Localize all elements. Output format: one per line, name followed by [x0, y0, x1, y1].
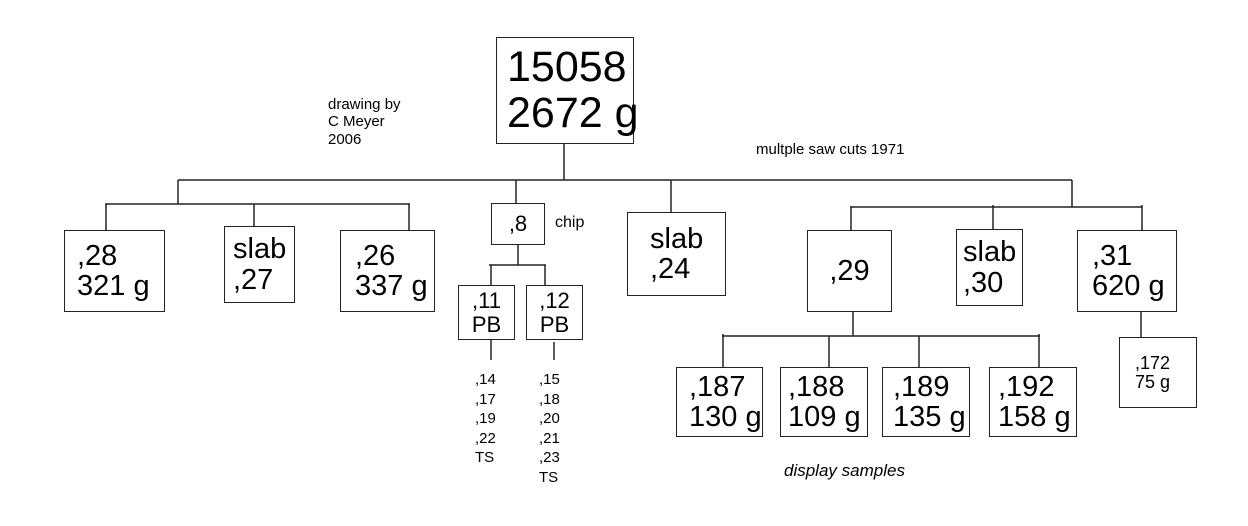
root-sample-box: 15058 2672 g	[496, 37, 639, 144]
subsample: ,19	[475, 410, 496, 427]
sample-id: ,11	[472, 288, 501, 314]
sample-type: slab	[650, 222, 704, 255]
subsample: ,20	[539, 410, 560, 427]
sample-box-12: ,12 PB	[526, 285, 583, 340]
sample-id: ,8	[508, 211, 528, 237]
sample-id: ,189	[893, 370, 950, 403]
subsample-list-11: ,14 ,17 ,19 ,22 TS	[475, 370, 496, 468]
sample-mass: 109 g	[788, 401, 861, 433]
drawing-credit: drawing by C Meyer 2006	[328, 96, 401, 148]
sample-box-31: ,31 620 g	[1077, 230, 1177, 312]
sample-box-192: ,192 158 g	[989, 367, 1077, 437]
root-sample-mass: 2672 g	[507, 88, 639, 137]
sample-box-188: ,188 109 g	[780, 367, 868, 437]
subsample: ,22	[475, 429, 496, 447]
sample-box-28: ,28 321 g	[64, 230, 165, 312]
subsample: ,15	[539, 371, 560, 388]
root-sample-id: 15058	[507, 43, 627, 92]
sample-id: ,29	[829, 254, 870, 287]
chip-label: chip	[555, 214, 585, 231]
sample-id: ,30	[963, 266, 1004, 299]
sample-id: ,192	[998, 370, 1055, 403]
sample-box-187: ,187 130 g	[676, 367, 763, 437]
sample-id: ,24	[650, 253, 691, 285]
sample-box-8-chip: ,8	[491, 203, 545, 245]
sample-mass: 130 g	[689, 401, 762, 433]
subsample-list-12: ,15 ,18 ,20 ,21 ,23 TS	[539, 370, 560, 487]
sample-type: PB	[471, 311, 502, 337]
sample-mass: 321 g	[77, 270, 150, 302]
sample-mass: 135 g	[893, 401, 966, 433]
sample-id: ,12	[539, 288, 570, 314]
subsample: ,17	[475, 390, 496, 408]
subsample: ,23	[539, 449, 560, 466]
sample-id: ,187	[689, 370, 746, 403]
subsample: TS	[539, 468, 559, 486]
display-samples-label: display samples	[784, 461, 905, 480]
sample-mass: 620 g	[1092, 270, 1165, 302]
sample-mass: 158 g	[998, 401, 1071, 433]
sample-box-29: ,29	[807, 230, 892, 312]
credit-year: 2006	[328, 130, 362, 148]
sample-box-11: ,11 PB	[458, 285, 515, 340]
sample-mass: 337 g	[355, 270, 428, 302]
sample-id: ,26	[355, 239, 396, 272]
subsample: ,18	[539, 390, 560, 408]
sample-id: ,31	[1092, 239, 1133, 272]
saw-cut-note: multple saw cuts 1971	[756, 141, 905, 158]
credit-author: C Meyer	[328, 113, 385, 131]
subsample: TS	[475, 449, 495, 466]
sample-box-172: ,172 75 g	[1119, 337, 1197, 408]
sample-box-slab-27: slab ,27	[224, 226, 295, 303]
sample-id: ,172	[1135, 352, 1171, 373]
subsample: ,21	[539, 429, 560, 447]
subsample: ,14	[475, 371, 496, 388]
sample-box-slab-24: slab ,24	[627, 212, 726, 296]
sample-id: ,188	[788, 370, 845, 403]
sample-box-26: ,26 337 g	[340, 230, 435, 312]
sample-id: ,28	[77, 239, 118, 272]
sample-box-189: ,189 135 g	[882, 367, 970, 437]
credit-line: drawing by	[328, 96, 401, 113]
sample-type: slab	[963, 236, 1017, 269]
sample-mass: 75 g	[1135, 371, 1171, 392]
sample-type: PB	[539, 311, 570, 337]
sample-id: ,27	[233, 263, 274, 296]
sample-box-slab-30: slab ,30	[956, 229, 1023, 306]
sample-type: slab	[233, 233, 287, 266]
